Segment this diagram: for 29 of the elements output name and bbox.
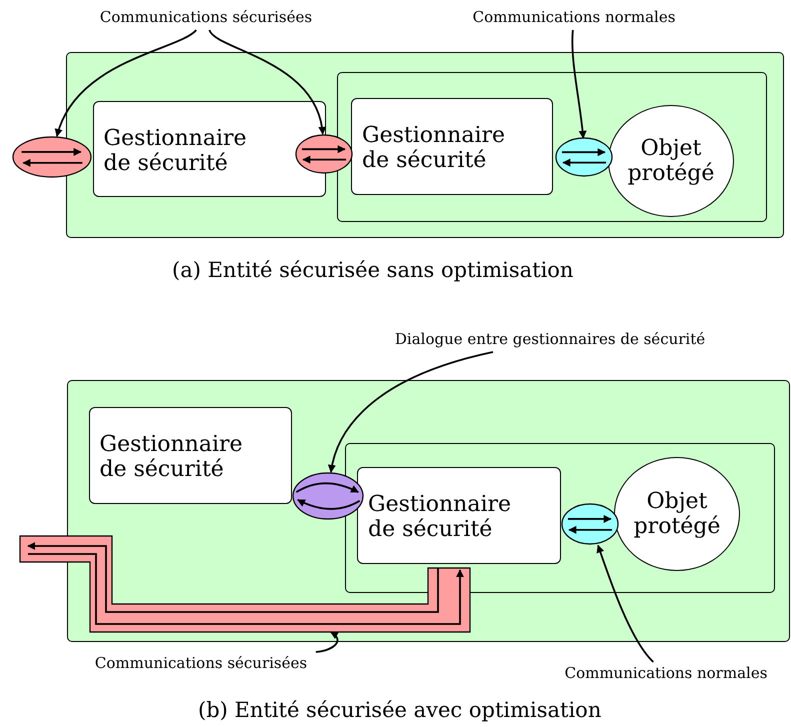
- channel-drawing: [292, 472, 364, 520]
- callout-text: Communications sécurisées: [72, 652, 330, 676]
- channel-drawing: [561, 503, 619, 545]
- channel-pipe-drawing: [20, 536, 470, 632]
- leader-arrow: [572, 30, 587, 139]
- callout-text: Communications normales: [450, 6, 698, 30]
- callout-text: Communications normales: [546, 662, 786, 686]
- callout-text: Communications sécurisées: [75, 6, 337, 30]
- inner-entity-box: [344, 442, 774, 592]
- manager-box: Gestionnaire de sécurité: [88, 406, 292, 504]
- manager-box: Gestionnaire de sécurité: [92, 100, 326, 196]
- channel-drawing: [294, 134, 352, 174]
- entity-box: [67, 380, 790, 642]
- leader-arrow: [208, 30, 326, 135]
- leader-arrow: [328, 351, 494, 473]
- entity-box: [66, 52, 784, 238]
- object-circle: Objet protégé: [608, 105, 734, 217]
- leader-arrow: [56, 29, 197, 137]
- channel-drawing: [555, 137, 613, 177]
- manager-box: Gestionnaire de sécurité: [357, 467, 561, 564]
- object-circle: Objet protégé: [614, 457, 740, 571]
- leader-arrow: [316, 631, 339, 653]
- figure-caption: (b) Entité sécurisée avec optimisation: [198, 698, 602, 722]
- callout-text: Dialogue entre gestionnaires de sécurité: [355, 328, 745, 352]
- channel-drawing: [12, 136, 92, 178]
- manager-box: Gestionnaire de sécurité: [351, 98, 553, 195]
- inner-entity-box: [336, 72, 766, 222]
- leader-arrow: [596, 544, 654, 663]
- figure-caption: (a) Entité sécurisée sans optimisation: [172, 258, 574, 282]
